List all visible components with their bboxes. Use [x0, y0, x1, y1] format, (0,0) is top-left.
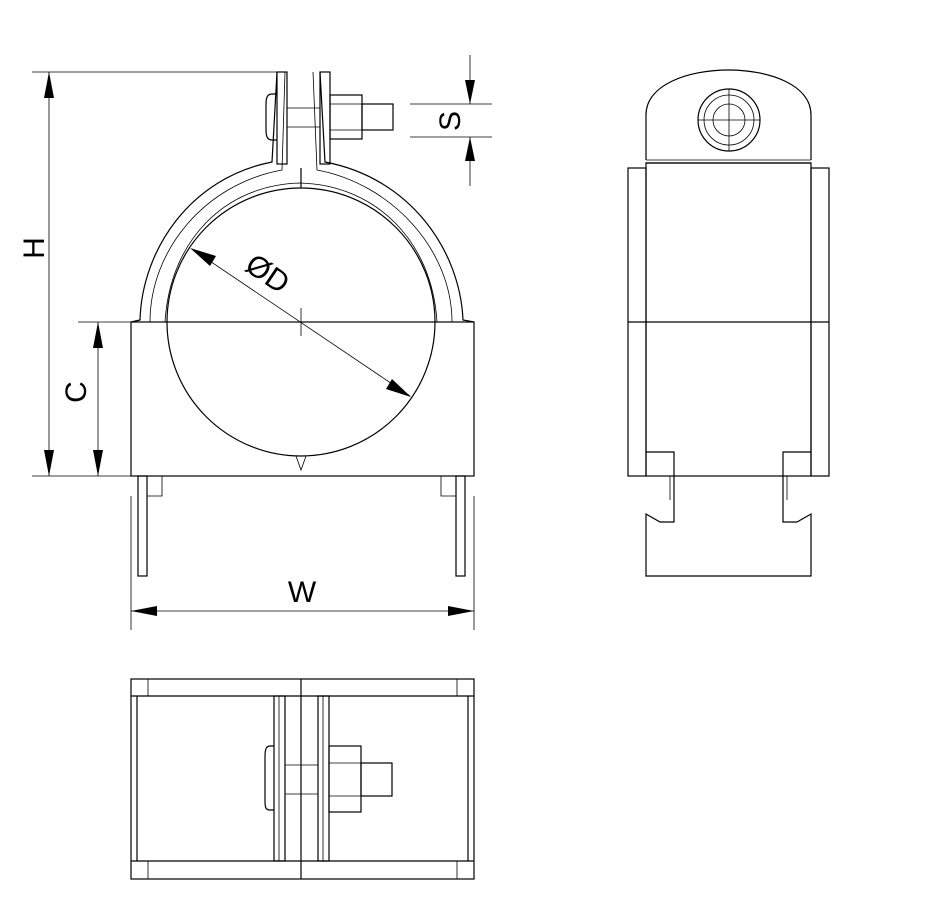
- front-view-base-block: [130, 321, 475, 477]
- front-view: [78, 71, 475, 577]
- bolt-size-dimension: S: [410, 55, 492, 186]
- top-view-outline: [130, 678, 475, 880]
- center-height-dimension: C: [60, 322, 103, 476]
- side-view-right-flange: [810, 167, 830, 477]
- side-view-left-flange: [627, 167, 647, 477]
- side-view-body: [645, 162, 812, 477]
- diameter-label: ØD: [239, 248, 295, 301]
- front-view-inner-band: [149, 71, 453, 323]
- bolt-shank: [361, 103, 394, 131]
- center-height-label: C: [60, 381, 93, 403]
- side-view-base: [645, 451, 812, 577]
- front-view-right-leg: [455, 475, 466, 577]
- front-view-left-ear: [276, 71, 288, 165]
- top-view-bolt-shank: [360, 762, 393, 797]
- bolt-head: [265, 93, 277, 141]
- width-dimension: W: [130, 496, 475, 630]
- height-dimension: H: [18, 71, 277, 477]
- width-label: W: [288, 576, 317, 609]
- nut: [329, 94, 363, 140]
- top-view-right-ear: [317, 695, 330, 862]
- side-view-ear: [645, 69, 812, 160]
- front-view-outer-band: [130, 71, 475, 323]
- bolt-size-label: S: [434, 111, 467, 131]
- front-view-left-leg: [137, 475, 148, 577]
- top-view-nut: [328, 745, 362, 813]
- front-view-liner: [164, 182, 438, 323]
- top-view: [130, 678, 475, 880]
- front-view-right-ear: [319, 71, 331, 165]
- top-view-left-ear: [273, 695, 286, 862]
- side-view: [627, 69, 830, 577]
- front-view-bottom-notch: [295, 455, 307, 472]
- height-label: H: [18, 237, 51, 259]
